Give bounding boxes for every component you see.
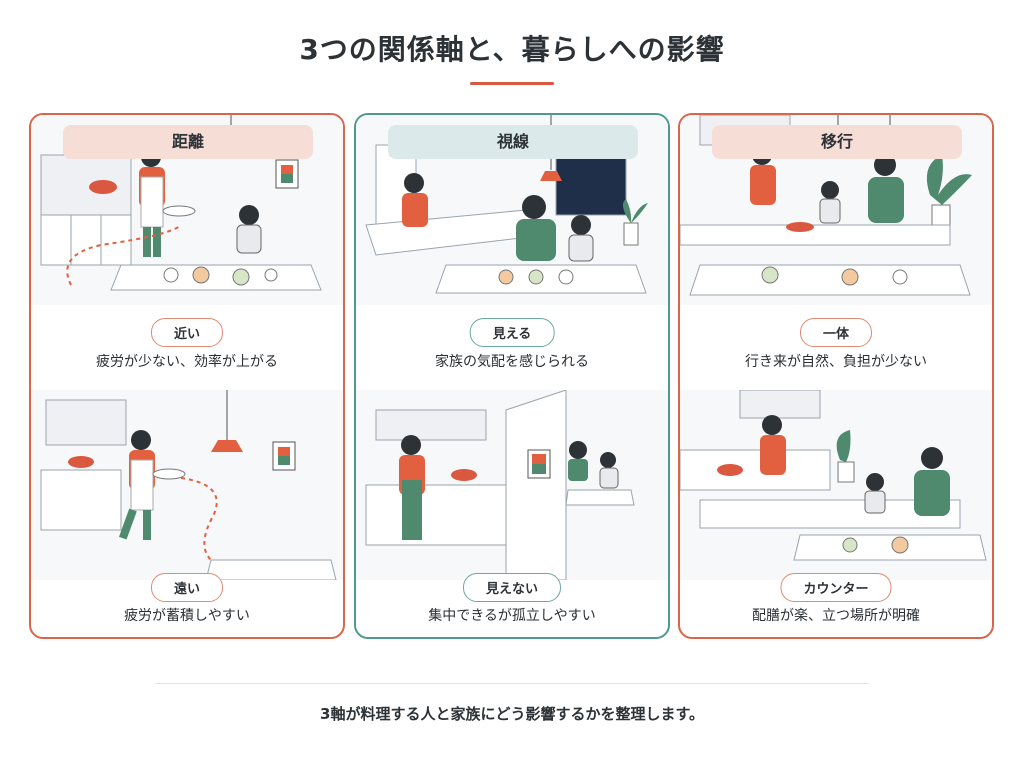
visible-description: 家族の気配を感じられる	[435, 354, 589, 370]
hidden-label: 見えない	[462, 573, 562, 602]
title-underline	[470, 82, 554, 85]
panel-heading: 距離	[63, 125, 313, 159]
panel-heading: 移行	[712, 125, 962, 159]
illustration-far-kitchen	[31, 390, 343, 580]
footer-caption: 3軸が料理する人と家族にどう影響するかを整理します。	[320, 705, 704, 723]
panel-distance: 距離 近い 疲労が少ない、効率が上がる	[29, 113, 345, 639]
near-label: 近い	[150, 318, 224, 347]
counter-label: カウンター	[780, 573, 892, 602]
panel-heading: 視線	[388, 125, 638, 159]
far-label: 遠い	[150, 573, 224, 602]
illustration-hidden-kitchen	[356, 390, 668, 580]
integrated-description: 行き来が自然、負担が少ない	[745, 354, 927, 370]
panel-sightline: 視線 見える 家族の気配を感じられる 見えない	[354, 113, 670, 639]
illustration-counter-kitchen	[680, 390, 992, 580]
near-description: 疲労が少ない、効率が上がる	[96, 354, 278, 370]
far-description: 疲労が蓄積しやすい	[124, 608, 250, 624]
hidden-description: 集中できるが孤立しやすい	[428, 608, 596, 624]
visible-label: 見える	[469, 318, 555, 347]
counter-description: 配膳が楽、立つ場所が明確	[752, 608, 920, 624]
footer-divider	[155, 683, 869, 684]
panel-transition: 移行 一体 行き来が自然、負担が少ない	[678, 113, 994, 639]
page-title: 3つの関係軸と、暮らしへの影響	[299, 33, 725, 66]
illustration-visible-kitchen	[356, 115, 668, 305]
integrated-label: 一体	[799, 318, 873, 347]
